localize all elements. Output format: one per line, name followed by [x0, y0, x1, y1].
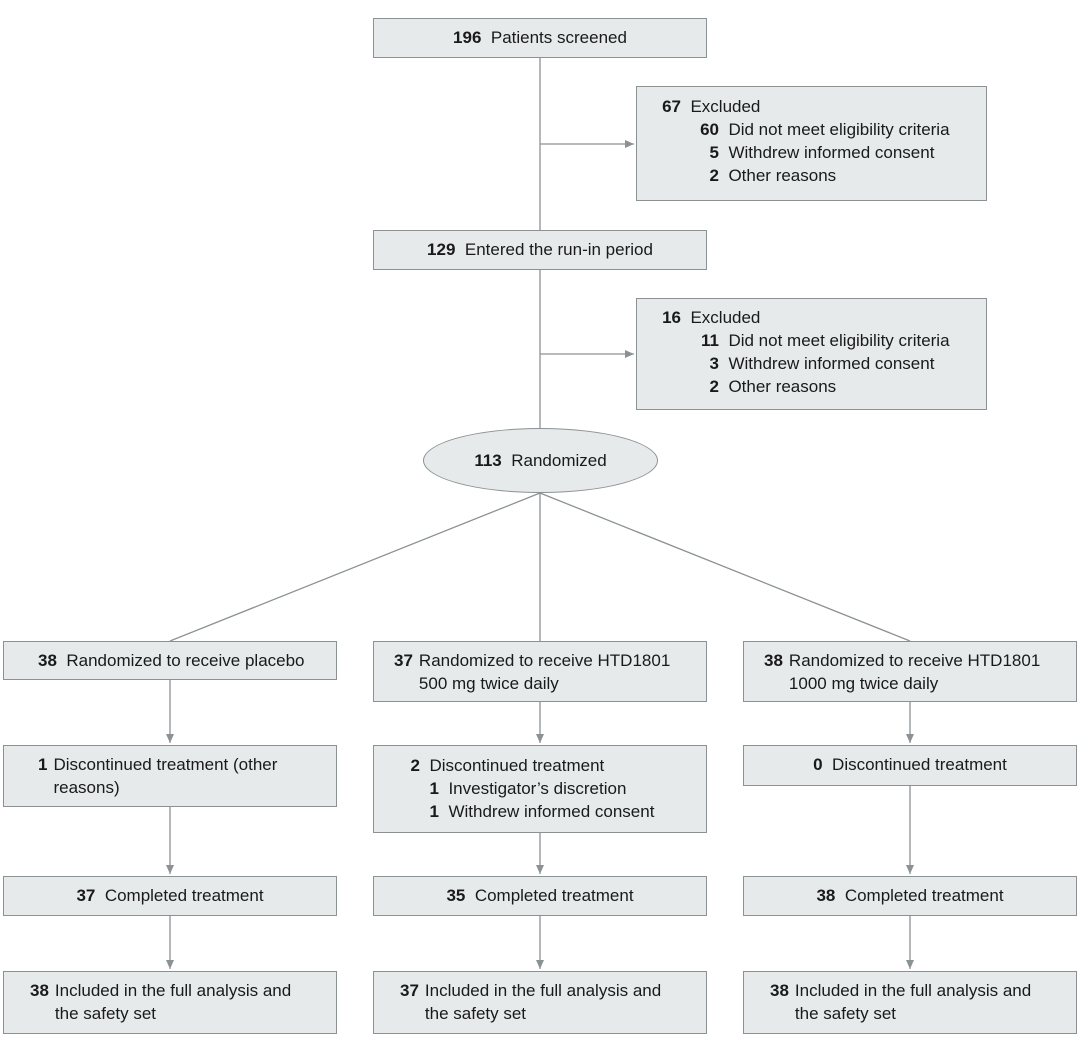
discontinued-total: 2 Discontinued treatment — [410, 756, 605, 775]
excluded-total: 16 Excluded — [662, 308, 761, 327]
count: 129 — [427, 240, 456, 259]
count: 196 — [453, 28, 482, 47]
discontinued-reason: 1 Withdrew informed consent — [429, 802, 655, 821]
discontinued-box-500mg: 2 Discontinued treatment 1 Investigator’… — [373, 745, 707, 833]
completed-box-1000mg: 38 Completed treatment — [743, 876, 1077, 916]
excluded-reason: 11 Did not meet eligibility criteria — [701, 331, 950, 350]
runin-box: 129 Entered the run-in period — [373, 230, 707, 270]
count: 113 — [474, 451, 502, 470]
screened-box: 196 Patients screened — [373, 18, 707, 58]
excluded-reason: 3 Withdrew informed consent — [709, 354, 935, 373]
label: Randomized — [511, 451, 607, 470]
excluded-total: 67 Excluded — [662, 97, 761, 116]
excluded-reason: 60 Did not meet eligibility criteria — [700, 120, 950, 139]
allocation-box-placebo: 38 Randomized to receive placebo — [3, 641, 337, 680]
completed-box-500mg: 35 Completed treatment — [373, 876, 707, 916]
label: Patients screened — [490, 28, 627, 47]
randomized-oval: 113 Randomized — [423, 428, 658, 493]
discontinued-box-1000mg: 0 Discontinued treatment — [743, 745, 1077, 786]
label: Entered the run-in period — [464, 240, 653, 259]
excluded-box-1: 67 Excluded 60 Did not meet eligibility … — [636, 86, 987, 201]
excluded-box-2: 16 Excluded 11 Did not meet eligibility … — [636, 298, 987, 410]
branch-line-left — [169, 492, 541, 642]
excluded-reason: 5 Withdrew informed consent — [709, 143, 935, 162]
discontinued-reason: 1 Investigator’s discretion — [429, 779, 627, 798]
excluded-reason: 2 Other reasons — [709, 377, 837, 396]
completed-box-placebo: 37 Completed treatment — [3, 876, 337, 916]
excluded-reason: 2 Other reasons — [709, 166, 837, 185]
branch-line-right — [539, 492, 911, 642]
